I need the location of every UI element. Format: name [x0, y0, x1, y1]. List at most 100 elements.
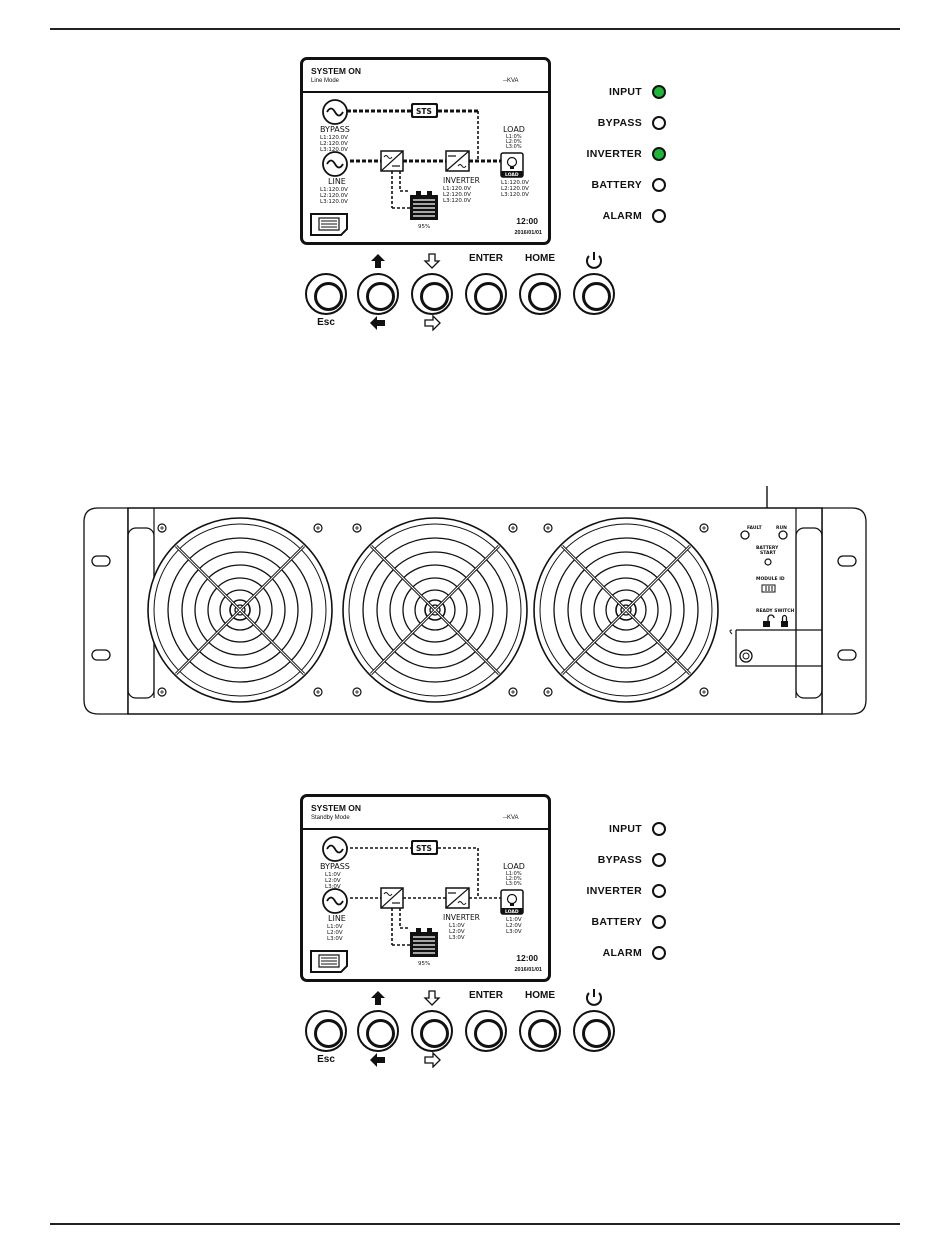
battery-icon	[410, 191, 438, 220]
battery-start-label-2: START	[760, 550, 777, 556]
enter-button[interactable]	[465, 1010, 507, 1052]
inverter-icon	[445, 887, 470, 909]
up-arrow-icon	[371, 991, 385, 1005]
right-arrow-icon	[424, 315, 441, 331]
esc-button[interactable]	[305, 1010, 347, 1052]
load-v2: L2:120.0V	[501, 186, 529, 192]
led-row-inverter: INVERTER	[560, 147, 670, 163]
battery-icon	[410, 928, 438, 957]
load-p2: L2:0%	[506, 139, 522, 145]
line-label: LINE	[328, 177, 346, 186]
led-row-bypass: BYPASS	[560, 853, 670, 869]
up-arrow-icon	[371, 254, 385, 268]
unlock-icon	[763, 614, 775, 627]
clock-date: 2016/01/01	[514, 230, 542, 236]
up-left-button[interactable]	[357, 1010, 399, 1052]
menu-icon[interactable]	[309, 212, 349, 236]
led-label-inverter: INVERTER	[586, 148, 642, 160]
right-arrow-icon	[424, 1052, 441, 1068]
power-module-rack: FAULT RUN BATTERY START MODULE ID READY …	[83, 486, 867, 715]
home-button[interactable]	[519, 1010, 561, 1052]
up-left-button[interactable]	[357, 273, 399, 315]
led-row-input: INPUT	[560, 85, 670, 101]
fan-grille-3	[533, 517, 719, 703]
enter-label: ENTER	[469, 990, 503, 1001]
inverter-l1: L1:0V	[449, 923, 465, 929]
power-flow-diagram: BYPASS L1:120.0V L2:120.0V L3:120.0V LIN…	[320, 99, 529, 230]
lock-icon	[781, 614, 788, 627]
control-panel-standby-mode: SYSTEM ON Standby Mode --KVA BYPASS L1:0…	[0, 794, 950, 1094]
top-rule	[50, 28, 900, 30]
fault-led-icon	[740, 530, 750, 540]
load-p1: L1:0%	[506, 871, 522, 877]
line-l1: L1:0V	[327, 924, 343, 930]
operating-mode: Line Mode	[311, 78, 340, 84]
input-led-icon	[652, 822, 666, 836]
line-l3: L3:0V	[327, 936, 343, 942]
led-row-battery: BATTERY	[560, 178, 670, 194]
load-icon-text: LOAD	[505, 172, 519, 178]
fault-label: FAULT	[747, 525, 763, 531]
led-row-inverter: INVERTER	[560, 884, 670, 900]
load-p3: L3:0%	[506, 144, 522, 150]
line-label: LINE	[328, 914, 346, 923]
sts-label: STS	[416, 844, 432, 853]
battery-led-icon	[652, 178, 666, 192]
battery-led-icon	[652, 915, 666, 929]
left-arrow-icon	[370, 1053, 385, 1067]
left-arrow-icon	[370, 316, 385, 330]
power-icon	[586, 989, 602, 1006]
left-rack-ear	[83, 507, 129, 715]
control-panel-line-mode: SYSTEM ON Line Mode --KVA BYPASS L1:120.…	[0, 57, 950, 357]
load-bulb-icon	[500, 152, 524, 178]
run-label: RUN	[776, 525, 787, 531]
led-label-inverter: INVERTER	[586, 885, 642, 897]
bypass-l1: L1:120.0V	[320, 135, 348, 141]
keypad: Esc ENTER HOME	[300, 989, 620, 1080]
sts-switch-icon	[411, 103, 438, 118]
bypass-l3: L3:120.0V	[320, 147, 348, 153]
operating-mode: Standby Mode	[311, 815, 350, 821]
led-row-alarm: ALARM	[560, 209, 670, 225]
clock-date: 2016/01/01	[514, 967, 542, 973]
bypass-label: BYPASS	[320, 862, 350, 871]
home-label: HOME	[525, 253, 555, 264]
lcd-screen: SYSTEM ON Standby Mode --KVA BYPASS L1:0…	[300, 794, 551, 982]
fan-grille-1	[147, 517, 333, 703]
kva-readout: --KVA	[503, 815, 519, 821]
led-label-alarm: ALARM	[602, 210, 642, 222]
bypass-l2: L2:0V	[325, 878, 341, 884]
power-button[interactable]	[573, 273, 615, 315]
sts-switch-icon	[411, 840, 438, 855]
load-bulb-icon	[500, 889, 524, 915]
kva-readout: --KVA	[503, 78, 519, 84]
enter-button[interactable]	[465, 273, 507, 315]
right-ear-slot-top	[837, 555, 857, 567]
esc-button[interactable]	[305, 273, 347, 315]
home-button[interactable]	[519, 273, 561, 315]
alarm-led-icon	[652, 946, 666, 960]
bypass-l1: L1:0V	[325, 872, 341, 878]
down-right-button[interactable]	[411, 1010, 453, 1052]
led-label-bypass: BYPASS	[597, 854, 642, 866]
led-row-alarm: ALARM	[560, 946, 670, 962]
ready-switch-cover[interactable]	[735, 629, 822, 667]
inverter-l2: L2:120.0V	[443, 192, 471, 198]
enter-label: ENTER	[469, 253, 503, 264]
load-v3: L3:0V	[506, 929, 522, 935]
battery-start-button[interactable]	[764, 558, 772, 566]
esc-label: Esc	[317, 1054, 335, 1065]
load-label: LOAD	[503, 125, 525, 134]
led-label-battery: BATTERY	[591, 916, 642, 928]
down-right-button[interactable]	[411, 273, 453, 315]
system-status-title: SYSTEM ON	[311, 803, 362, 813]
load-p3: L3:0%	[506, 881, 522, 887]
battery-start-label-1: BATTERY	[756, 545, 779, 551]
rectifier-icon	[380, 887, 404, 909]
menu-icon[interactable]	[309, 949, 349, 973]
module-id-label: MODULE ID	[756, 576, 785, 582]
line-l1: L1:120.0V	[320, 187, 348, 193]
esc-label: Esc	[317, 317, 335, 328]
power-button[interactable]	[573, 1010, 615, 1052]
alarm-led-icon	[652, 209, 666, 223]
